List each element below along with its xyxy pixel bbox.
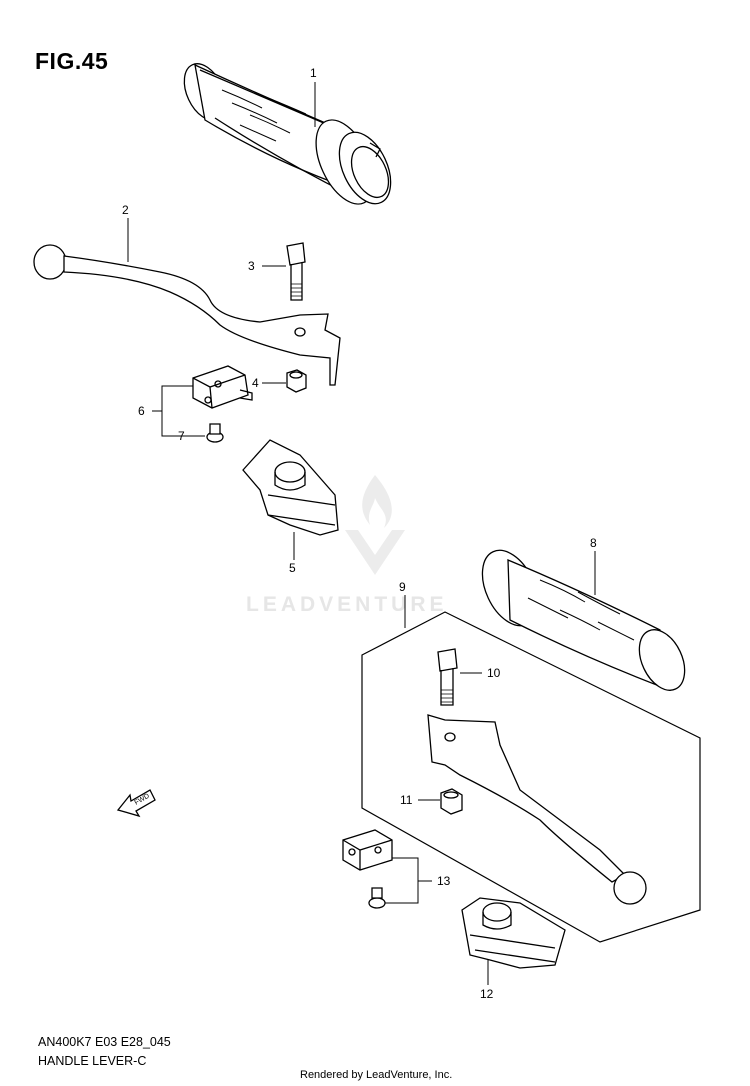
callout-3: 3 <box>248 259 255 273</box>
callout-10: 10 <box>487 666 501 680</box>
render-credit: Rendered by LeadVenture, Inc. <box>300 1069 453 1081</box>
model-code: AN400K7 E03 E28_045 <box>38 1035 171 1049</box>
callout-8: 8 <box>590 536 597 550</box>
callout-5: 5 <box>289 561 296 575</box>
front-brake-lever-part <box>33 218 341 386</box>
brake-switch-part-13 <box>342 829 393 871</box>
lever-cover-part-12 <box>461 897 566 985</box>
figure-title: FIG.45 <box>35 48 109 74</box>
pivot-bolt-part-10 <box>437 648 482 706</box>
left-grip-part <box>481 549 686 692</box>
nut-part-11 <box>418 788 463 815</box>
figure-name: HANDLE LEVER-C <box>38 1054 147 1068</box>
callout-7: 7 <box>178 429 185 443</box>
assembly-box-9 <box>361 611 701 943</box>
bracket-13 <box>385 857 419 904</box>
pivot-bolt-part <box>262 242 306 301</box>
nut-part <box>262 369 307 393</box>
callout-2: 2 <box>122 203 129 217</box>
throttle-grip-part <box>183 63 392 205</box>
leadventure-logo-watermark <box>345 475 405 575</box>
fwd-arrow-icon: FWD <box>116 789 156 818</box>
lever-cover-part <box>242 439 339 560</box>
callout-1: 1 <box>310 66 317 80</box>
rear-brake-lever-part <box>427 714 647 905</box>
callout-6: 6 <box>138 404 145 418</box>
callout-12: 12 <box>480 987 494 1001</box>
screw-part <box>206 423 224 443</box>
screw-part-13 <box>368 887 386 909</box>
callout-11: 11 <box>400 793 413 807</box>
callout-4: 4 <box>252 376 259 390</box>
callout-13: 13 <box>437 874 451 888</box>
callout-9: 9 <box>399 580 406 594</box>
watermark-text: LEADVENTURE <box>246 593 448 616</box>
brake-switch-part <box>192 365 253 409</box>
